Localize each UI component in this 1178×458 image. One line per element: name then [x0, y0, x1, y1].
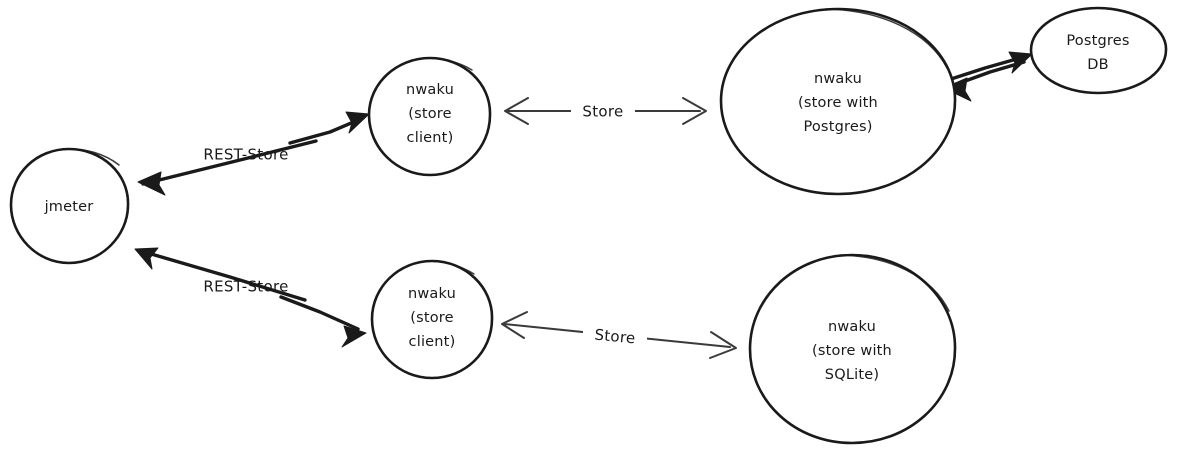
edge-postgres-node-to-db[interactable] — [943, 51, 1033, 102]
arrowhead-open-toward-client-top — [504, 97, 529, 125]
node-nwaku-store-postgres-label-line3: Postgres) — [803, 119, 872, 135]
node-nwaku-store-client-bottom-sketch-overlay — [425, 260, 475, 275]
arrowhead-open-toward-client-bottom — [501, 311, 528, 339]
node-jmeter-label-line1: jmeter — [44, 199, 94, 215]
edge-label-store-top: Store — [582, 103, 623, 121]
node-nwaku-store-postgres-sketch-overlay — [825, 8, 948, 69]
arrowhead-open-toward-postgres-node — [682, 97, 707, 125]
node-nwaku-store-client-bottom-label-line2: (store — [410, 310, 454, 326]
node-nwaku-store-postgres-label-line2: (store with — [798, 95, 878, 111]
edge-client-bottom-to-sqlite-node[interactable]: Store — [501, 311, 737, 359]
arrowhead-filled-toward-client-top — [345, 111, 370, 134]
node-nwaku-store-client-bottom[interactable]: nwaku (store client) — [370, 259, 494, 380]
arrowhead-filled-toward-jmeter-top — [137, 171, 166, 196]
node-nwaku-store-sqlite[interactable]: nwaku (store with SQLite) — [748, 253, 957, 445]
edge-line-postgres-db-inbound — [955, 60, 1026, 86]
edge-label-rest-store-top: REST-Store — [203, 146, 288, 164]
node-nwaku-store-sqlite-label-line2: (store with — [812, 343, 892, 359]
node-jmeter-sketch-overlay — [63, 148, 120, 166]
edge-jmeter-to-client-bottom[interactable]: REST-Store — [134, 247, 367, 348]
node-nwaku-store-sqlite-label-line1: nwaku — [828, 319, 876, 335]
node-postgres-db-label-line1: Postgres — [1066, 33, 1129, 49]
node-nwaku-store-client-bottom-label-line3: client) — [409, 334, 456, 350]
edge-client-top-to-postgres-node[interactable]: Store — [504, 97, 707, 125]
node-nwaku-store-sqlite-label-line3: SQLite) — [825, 367, 879, 383]
node-nwaku-store-postgres-label-line1: nwaku — [814, 71, 862, 87]
node-jmeter[interactable]: jmeter — [9, 147, 130, 265]
arrowhead-open-toward-sqlite-node — [709, 331, 737, 359]
node-nwaku-store-client-top-shape — [367, 56, 492, 177]
arrowhead-filled-toward-postgres-node — [943, 77, 972, 102]
node-postgres-db[interactable]: Postgres DB — [1029, 6, 1168, 95]
node-nwaku-store-sqlite-shape — [748, 253, 957, 445]
node-postgres-db-sketch-overlay — [1089, 7, 1162, 35]
edge-line-rest-store-top-inbound — [141, 139, 318, 186]
node-postgres-db-label-line2: DB — [1087, 57, 1109, 73]
edge-label-store-bottom: Store — [594, 326, 637, 348]
edge-jmeter-to-client-top[interactable]: REST-Store — [137, 111, 370, 196]
arrowhead-filled-toward-jmeter-bottom — [134, 247, 159, 270]
edge-label-rest-store-bottom: REST-Store — [203, 278, 288, 296]
edge-label-store-top-backdrop — [571, 99, 635, 123]
node-nwaku-store-postgres[interactable]: nwaku (store with Postgres) — [719, 7, 957, 196]
node-nwaku-store-postgres-shape — [719, 7, 957, 196]
edge-line-rest-store-bottom-inbound — [139, 249, 307, 302]
node-nwaku-store-client-top-label-line2: (store — [408, 106, 452, 122]
node-nwaku-store-sqlite-sketch-overlay — [839, 254, 950, 312]
arrowhead-filled-toward-client-bottom — [341, 325, 367, 348]
node-nwaku-store-client-top-label-line1: nwaku — [406, 82, 454, 98]
edge-label-store-bottom-backdrop — [583, 324, 647, 348]
node-jmeter-shape — [9, 147, 130, 265]
node-nwaku-store-client-top-label-line3: client) — [407, 130, 454, 146]
edge-line-rest-store-bottom-outbound — [279, 295, 360, 331]
edge-line-postgres-db-outbound — [946, 56, 1022, 82]
node-nwaku-store-client-top[interactable]: nwaku (store client) — [367, 56, 492, 177]
node-nwaku-store-client-bottom-label-line1: nwaku — [408, 286, 456, 302]
node-nwaku-store-client-top-sketch-overlay — [423, 57, 473, 71]
